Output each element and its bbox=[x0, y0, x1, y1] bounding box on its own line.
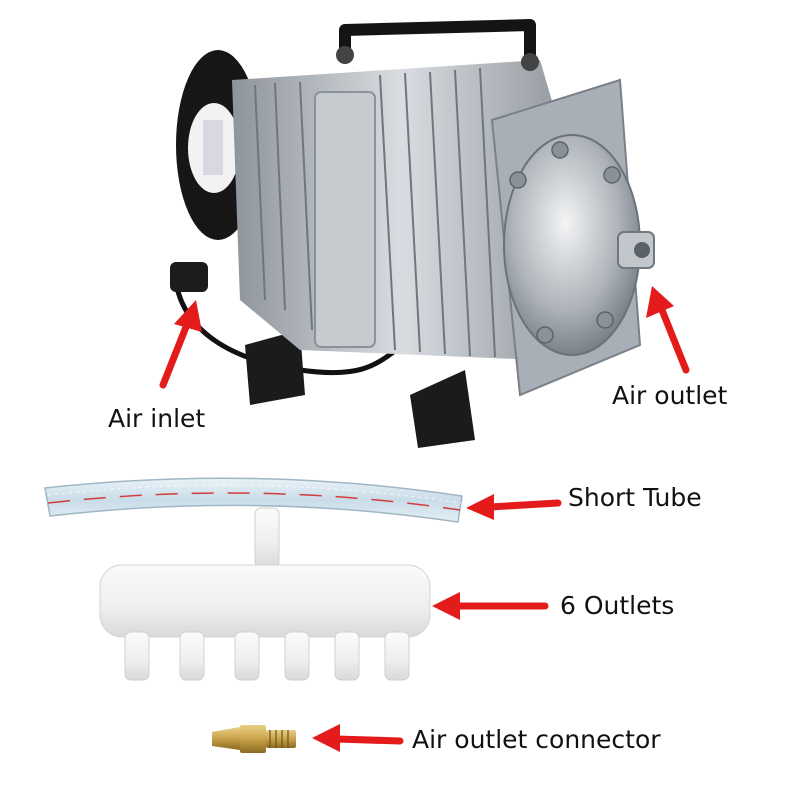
pump-center-block bbox=[314, 91, 376, 348]
air-pump bbox=[170, 19, 655, 448]
short-tube bbox=[44, 477, 463, 523]
pump-foot-left bbox=[245, 330, 305, 405]
cooling-fins bbox=[254, 67, 496, 358]
air-outlet-connector-label: Air outlet connector bbox=[412, 725, 661, 754]
pump-foot-right bbox=[410, 370, 475, 448]
air-inlet-label: Air inlet bbox=[108, 404, 206, 433]
pump-handle bbox=[339, 19, 536, 60]
six-outlets-arrow bbox=[432, 592, 549, 620]
air-outlet-label: Air outlet bbox=[612, 381, 728, 410]
arrows bbox=[159, 286, 690, 752]
air-inlet-arrow bbox=[159, 300, 202, 389]
air-outlet-arrow bbox=[646, 286, 690, 374]
connector-arrow bbox=[312, 724, 404, 752]
short-tube-label: Short Tube bbox=[568, 483, 702, 512]
air-inlet-nozzle bbox=[170, 262, 208, 292]
six-outlet-manifold bbox=[99, 507, 431, 681]
six-outlets-label: 6 Outlets bbox=[560, 591, 675, 620]
short-tube-arrow bbox=[466, 494, 562, 520]
air-outlet-connector-part bbox=[212, 725, 296, 753]
plate-bolts bbox=[509, 141, 621, 344]
